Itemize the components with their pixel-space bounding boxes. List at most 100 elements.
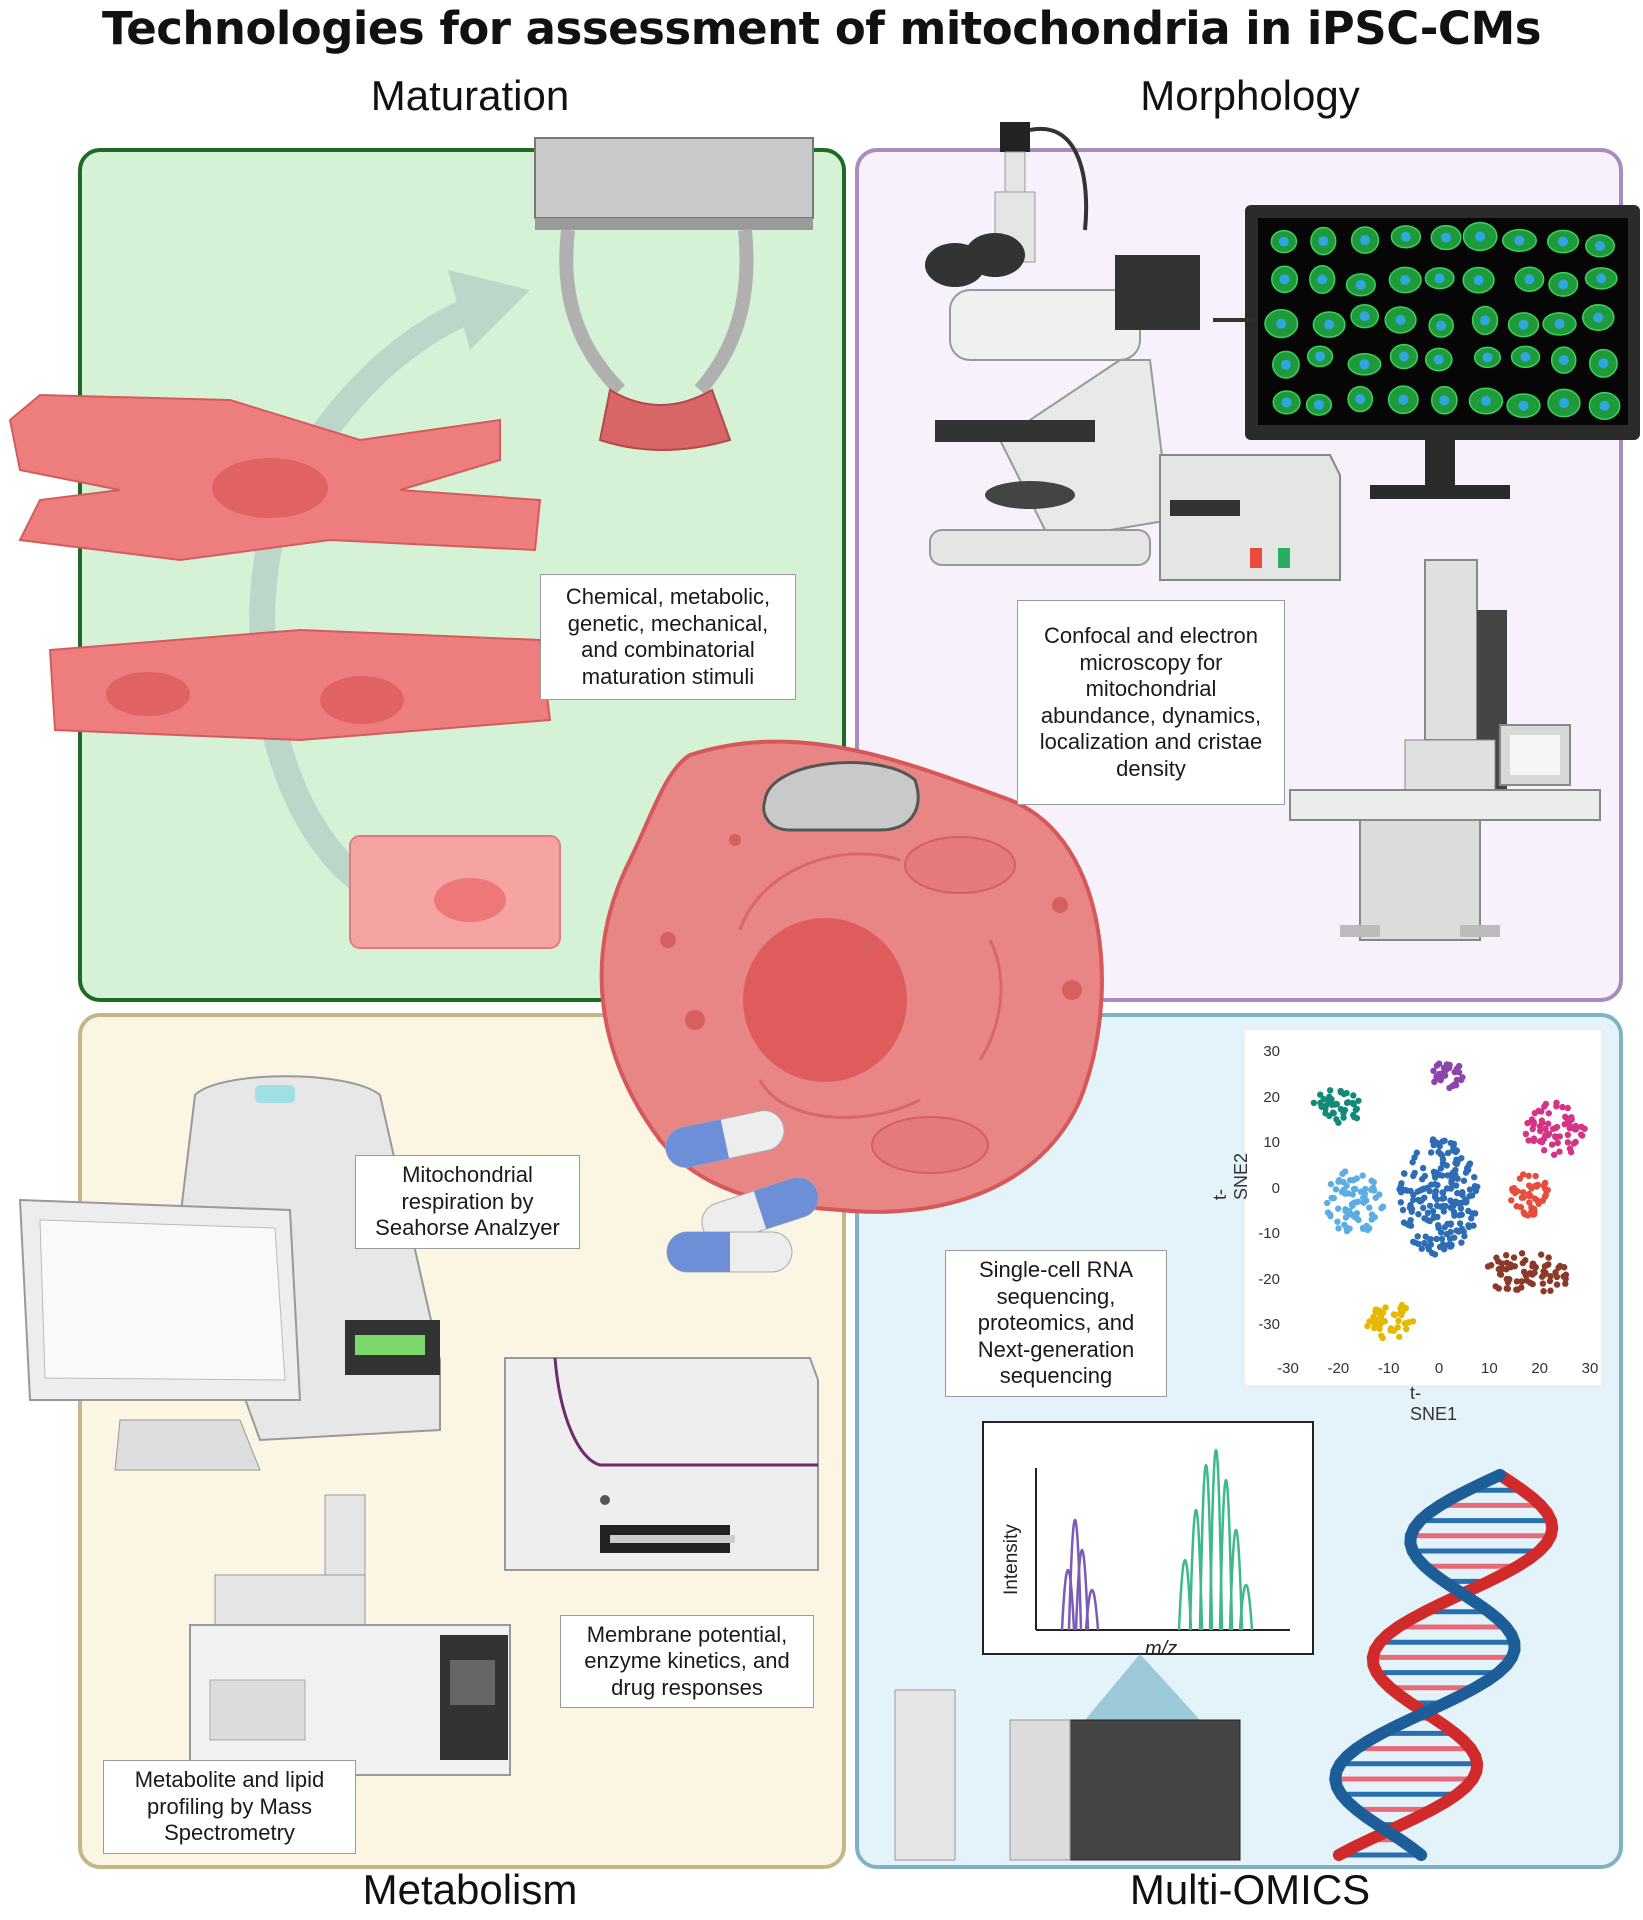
tsne-point (1562, 1280, 1569, 1287)
cell-nucleus (1520, 351, 1531, 362)
cell-nucleus (1475, 231, 1486, 242)
cell-nucleus (1400, 231, 1411, 242)
cell-nucleus (1276, 318, 1287, 329)
tsne-point (1525, 1172, 1532, 1180)
cell-nucleus (1518, 319, 1529, 330)
tsne-point (1466, 1160, 1474, 1167)
tsne-point (1361, 1190, 1369, 1197)
tsne-point (1376, 1191, 1383, 1198)
tsne-point (1554, 1139, 1561, 1147)
cell-nucleus (1355, 394, 1366, 405)
tsne-point (1465, 1207, 1472, 1215)
tsne-point (1467, 1215, 1475, 1222)
tsne-point (1310, 1099, 1318, 1107)
tsne-point (1402, 1304, 1409, 1312)
tsne-point (1468, 1192, 1476, 1199)
tsne-point (1366, 1225, 1373, 1232)
tsne-ylabel: t-SNE2 (1210, 1152, 1251, 1200)
tsne-xtick: 30 (1581, 1360, 1599, 1377)
tsne-point (1350, 1100, 1357, 1108)
tsne-point (1441, 1224, 1448, 1231)
tsne-point (1326, 1211, 1334, 1218)
dna-strand (1332, 1469, 1559, 1861)
tsne-point (1430, 1067, 1437, 1075)
tsne-point (1340, 1178, 1347, 1186)
tsne-point (1564, 1104, 1571, 1112)
tsne-point (1433, 1202, 1441, 1209)
tsne-point (1413, 1149, 1420, 1156)
tsne-point (1564, 1139, 1572, 1146)
cell-nucleus (1554, 318, 1565, 329)
tsne-point (1523, 1272, 1530, 1279)
tsne-point (1352, 1106, 1360, 1114)
plate-reader-icon (504, 1357, 819, 1571)
tsne-point (1542, 1269, 1549, 1277)
tsne-point (1455, 1069, 1463, 1076)
tsne-point (1531, 1208, 1538, 1215)
tsne-point (1349, 1191, 1356, 1198)
cell-nucleus (1480, 395, 1491, 406)
tsne-point (1379, 1203, 1387, 1210)
electron-microscope-icon (1289, 559, 1601, 941)
cell-nucleus (1278, 236, 1289, 247)
tsne-point (1332, 1186, 1340, 1193)
tsne-point (1418, 1245, 1425, 1252)
tsne-point (1395, 1317, 1402, 1325)
tsne-point (1503, 1266, 1510, 1273)
tsne-point (1407, 1201, 1414, 1209)
tsne-point (1353, 1114, 1361, 1122)
tsne-point (1397, 1199, 1405, 1206)
tsne-point (1419, 1164, 1427, 1172)
spectrum-peak (1060, 1569, 1076, 1631)
cell-nucleus (1441, 232, 1452, 243)
cell-nucleus (1593, 312, 1604, 323)
tsne-point (1559, 1103, 1566, 1111)
tsne-point (1561, 1121, 1568, 1128)
cell-nucleus (1482, 352, 1493, 363)
seahorse-analyzer-icon (18, 1075, 441, 1471)
cell-nucleus (1433, 354, 1444, 365)
tsne-point (1572, 1138, 1579, 1146)
tsne-point (1457, 1205, 1465, 1212)
tsne-point (1526, 1199, 1533, 1206)
tsne-point (1355, 1097, 1362, 1104)
cardiomyocyte-cell-icon (599, 739, 1104, 1214)
cell-nucleus (1439, 395, 1450, 406)
tsne-point (1553, 1123, 1561, 1131)
tsne-xtick: 10 (1480, 1360, 1498, 1377)
cell-nucleus (1598, 358, 1609, 369)
tsne-point (1414, 1233, 1421, 1240)
tsne-point (1514, 1286, 1521, 1293)
tsne-point (1415, 1210, 1422, 1218)
tsne-point (1522, 1130, 1530, 1138)
tsne-point (1353, 1215, 1361, 1222)
tsne-point (1519, 1189, 1527, 1196)
tsne-point (1346, 1225, 1353, 1232)
tsne-point (1448, 1176, 1456, 1184)
tsne-point (1553, 1281, 1561, 1288)
tsne-point (1540, 1182, 1548, 1190)
cell-nucleus (1279, 274, 1290, 285)
tsne-point (1438, 1074, 1445, 1081)
tsne-point (1502, 1252, 1510, 1259)
tsne-point (1534, 1181, 1542, 1189)
tsne-point (1405, 1222, 1413, 1229)
tsne-point (1448, 1171, 1455, 1178)
tsne-xtick: -10 (1377, 1360, 1400, 1377)
tsne-point (1544, 1120, 1552, 1127)
spectrum-peak (1208, 1449, 1224, 1631)
tsne-point (1530, 1135, 1538, 1142)
tsne-point (1399, 1206, 1407, 1214)
maturation-label: Maturation (370, 72, 570, 119)
tsne-point (1540, 1147, 1548, 1154)
tsne-point (1394, 1324, 1401, 1331)
cell-nucleus (1281, 397, 1292, 408)
cell-nucleus (1355, 279, 1366, 290)
cell-nucleus (1558, 398, 1569, 409)
tsne-point (1455, 1200, 1462, 1207)
cell-nucleus (1318, 236, 1329, 247)
cell-nucleus (1514, 235, 1525, 246)
tsne-point (1439, 1189, 1447, 1197)
tsne-point (1566, 1145, 1574, 1152)
tsne-point (1471, 1210, 1479, 1217)
